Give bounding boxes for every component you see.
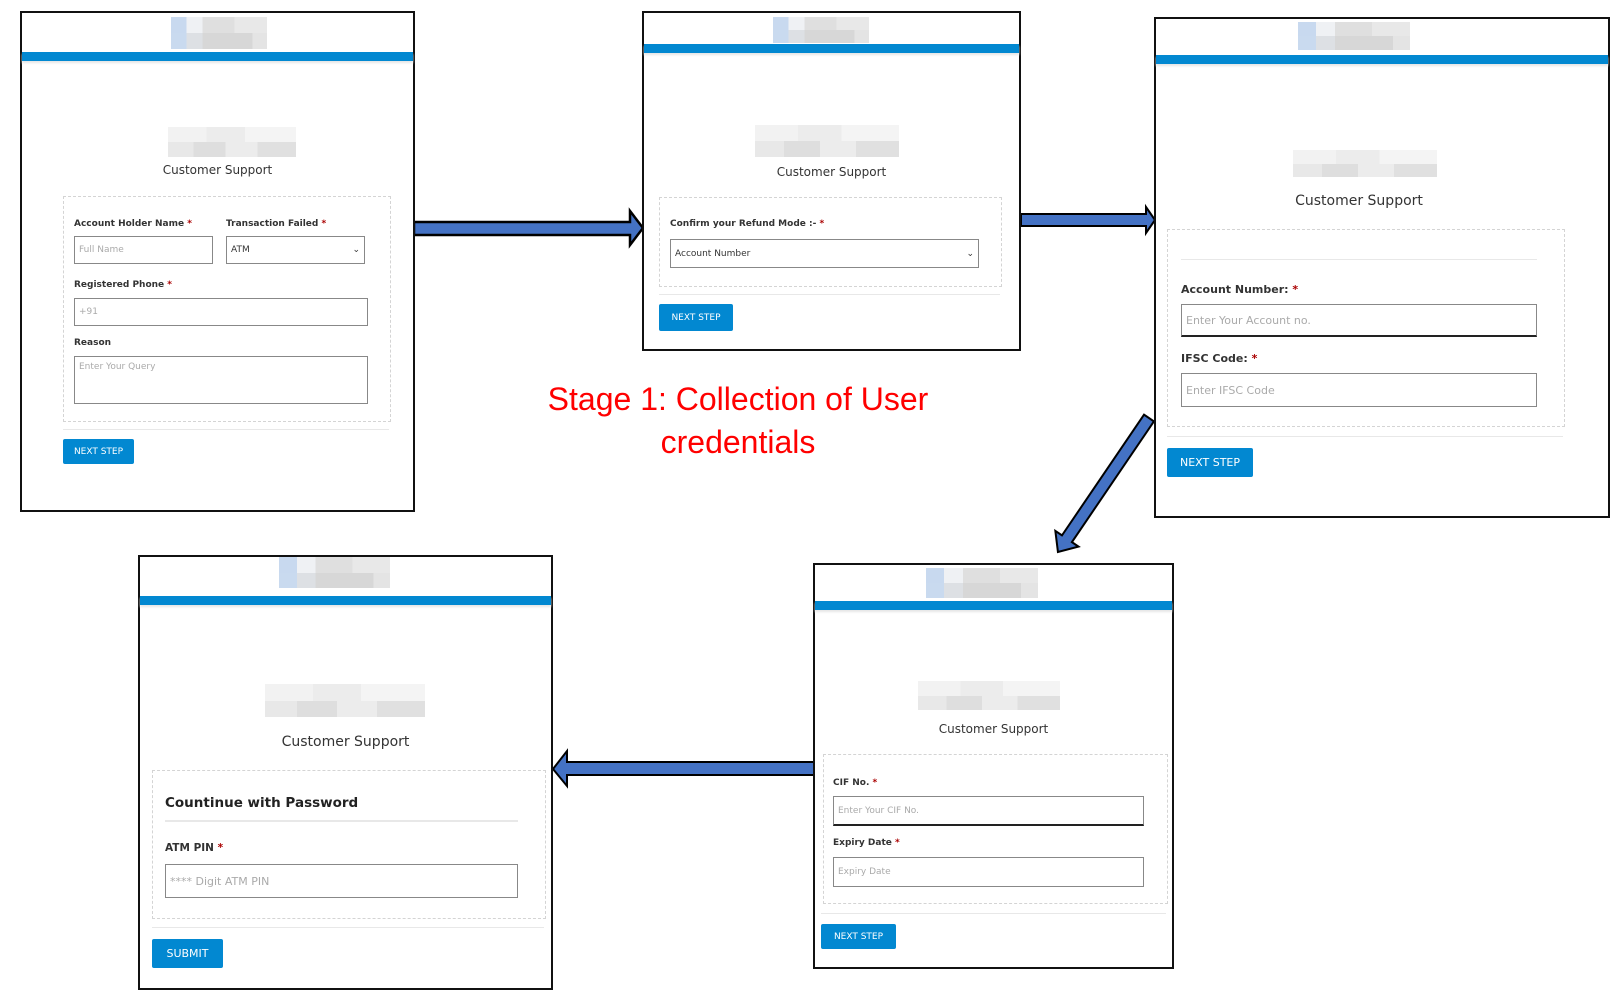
stage-title-line1: Stage 1: Collection of User (547, 381, 929, 417)
step4-screenshot: Customer Support CIF No. * Enter Your CI… (813, 563, 1174, 969)
page-heading: Customer Support (776, 165, 887, 179)
chevron-down-icon: ⌄ (966, 248, 974, 259)
cif-input[interactable]: Enter Your CIF No. (833, 796, 1144, 826)
header-bar (815, 601, 1172, 610)
page-heading: Customer Support (162, 163, 273, 177)
phone-input[interactable]: +91 (74, 298, 368, 326)
arrow-step4-to-step5 (551, 748, 815, 789)
form-box (152, 770, 546, 919)
atm-pin-input[interactable]: **** Digit ATM PIN (165, 864, 518, 898)
arrow-step1-to-step2 (412, 207, 645, 249)
step3-screenshot: Customer Support Account Number: * Enter… (1154, 17, 1610, 518)
transaction-failed-label: Transaction Failed * (226, 219, 327, 229)
arrow-step3-to-step4 (1054, 413, 1156, 554)
expiry-date-label: Expiry Date * (833, 838, 900, 848)
bank-name-blurred (168, 127, 296, 157)
section-divider (165, 820, 518, 822)
reason-label: Reason (74, 338, 112, 348)
bank-name-blurred (1293, 150, 1437, 177)
page-heading: Customer Support (1295, 193, 1423, 209)
form-box (63, 196, 391, 422)
section-title: Countinue with Password (165, 795, 359, 811)
header-bar (140, 596, 551, 605)
ifsc-code-label: IFSC Code: * (1181, 352, 1258, 365)
divider (63, 429, 389, 430)
next-step-button[interactable]: NEXT STEP (63, 439, 134, 464)
stage-title-line2: credentials (660, 424, 816, 460)
step5-screenshot: Customer Support Countinue with Password… (138, 555, 553, 990)
phone-label: Registered Phone * (74, 280, 172, 290)
next-step-button[interactable]: NEXT STEP (821, 924, 896, 949)
bank-logo-blurred (773, 17, 869, 43)
bank-logo-blurred (171, 17, 267, 49)
submit-button[interactable]: SUBMIT (152, 939, 223, 968)
header-bar (644, 44, 1019, 53)
page-heading: Customer Support (938, 722, 1049, 736)
step1-screenshot: Customer Support Account Holder Name * F… (20, 11, 415, 512)
form-box (1167, 229, 1565, 427)
account-number-label: Account Number: * (1181, 283, 1299, 296)
step2-screenshot: Customer Support Confirm your Refund Mod… (642, 11, 1021, 351)
expiry-date-input[interactable]: Expiry Date (833, 857, 1144, 887)
divider (659, 294, 1000, 295)
divider (152, 927, 544, 928)
form-box (823, 754, 1168, 904)
ifsc-code-input[interactable]: Enter IFSC Code (1181, 373, 1537, 407)
divider (821, 913, 1166, 914)
next-step-button[interactable]: NEXT STEP (1167, 448, 1253, 477)
page-heading: Customer Support (281, 734, 410, 750)
section-divider (1181, 259, 1537, 260)
header-bar (1156, 55, 1608, 64)
chevron-down-icon: ⌄ (352, 245, 360, 255)
form-box (659, 197, 1002, 287)
bank-logo-blurred (1298, 22, 1410, 50)
header-bar (22, 52, 413, 61)
refund-mode-select[interactable]: Account Number⌄ (670, 239, 979, 268)
arrow-step2-to-step3 (1020, 203, 1157, 237)
account-holder-input[interactable]: Full Name (74, 236, 213, 264)
transaction-failed-select[interactable]: ATM⌄ (226, 236, 365, 264)
stage-title: Stage 1: Collection of User credentials (438, 378, 1038, 464)
bank-logo-blurred (926, 568, 1038, 598)
cif-label: CIF No. * (833, 778, 878, 788)
account-number-input[interactable]: Enter Your Account no. (1181, 304, 1537, 337)
reason-textarea[interactable]: Enter Your Query (74, 356, 368, 404)
bank-name-blurred (918, 681, 1060, 710)
next-step-button[interactable]: NEXT STEP (659, 304, 733, 331)
atm-pin-label: ATM PIN * (165, 842, 224, 854)
bank-logo-blurred (279, 557, 390, 588)
account-holder-label: Account Holder Name * (74, 219, 192, 229)
refund-mode-label: Confirm your Refund Mode :- * (670, 219, 825, 229)
bank-name-blurred (265, 684, 425, 717)
bank-name-blurred (755, 125, 899, 157)
divider (1167, 436, 1563, 437)
